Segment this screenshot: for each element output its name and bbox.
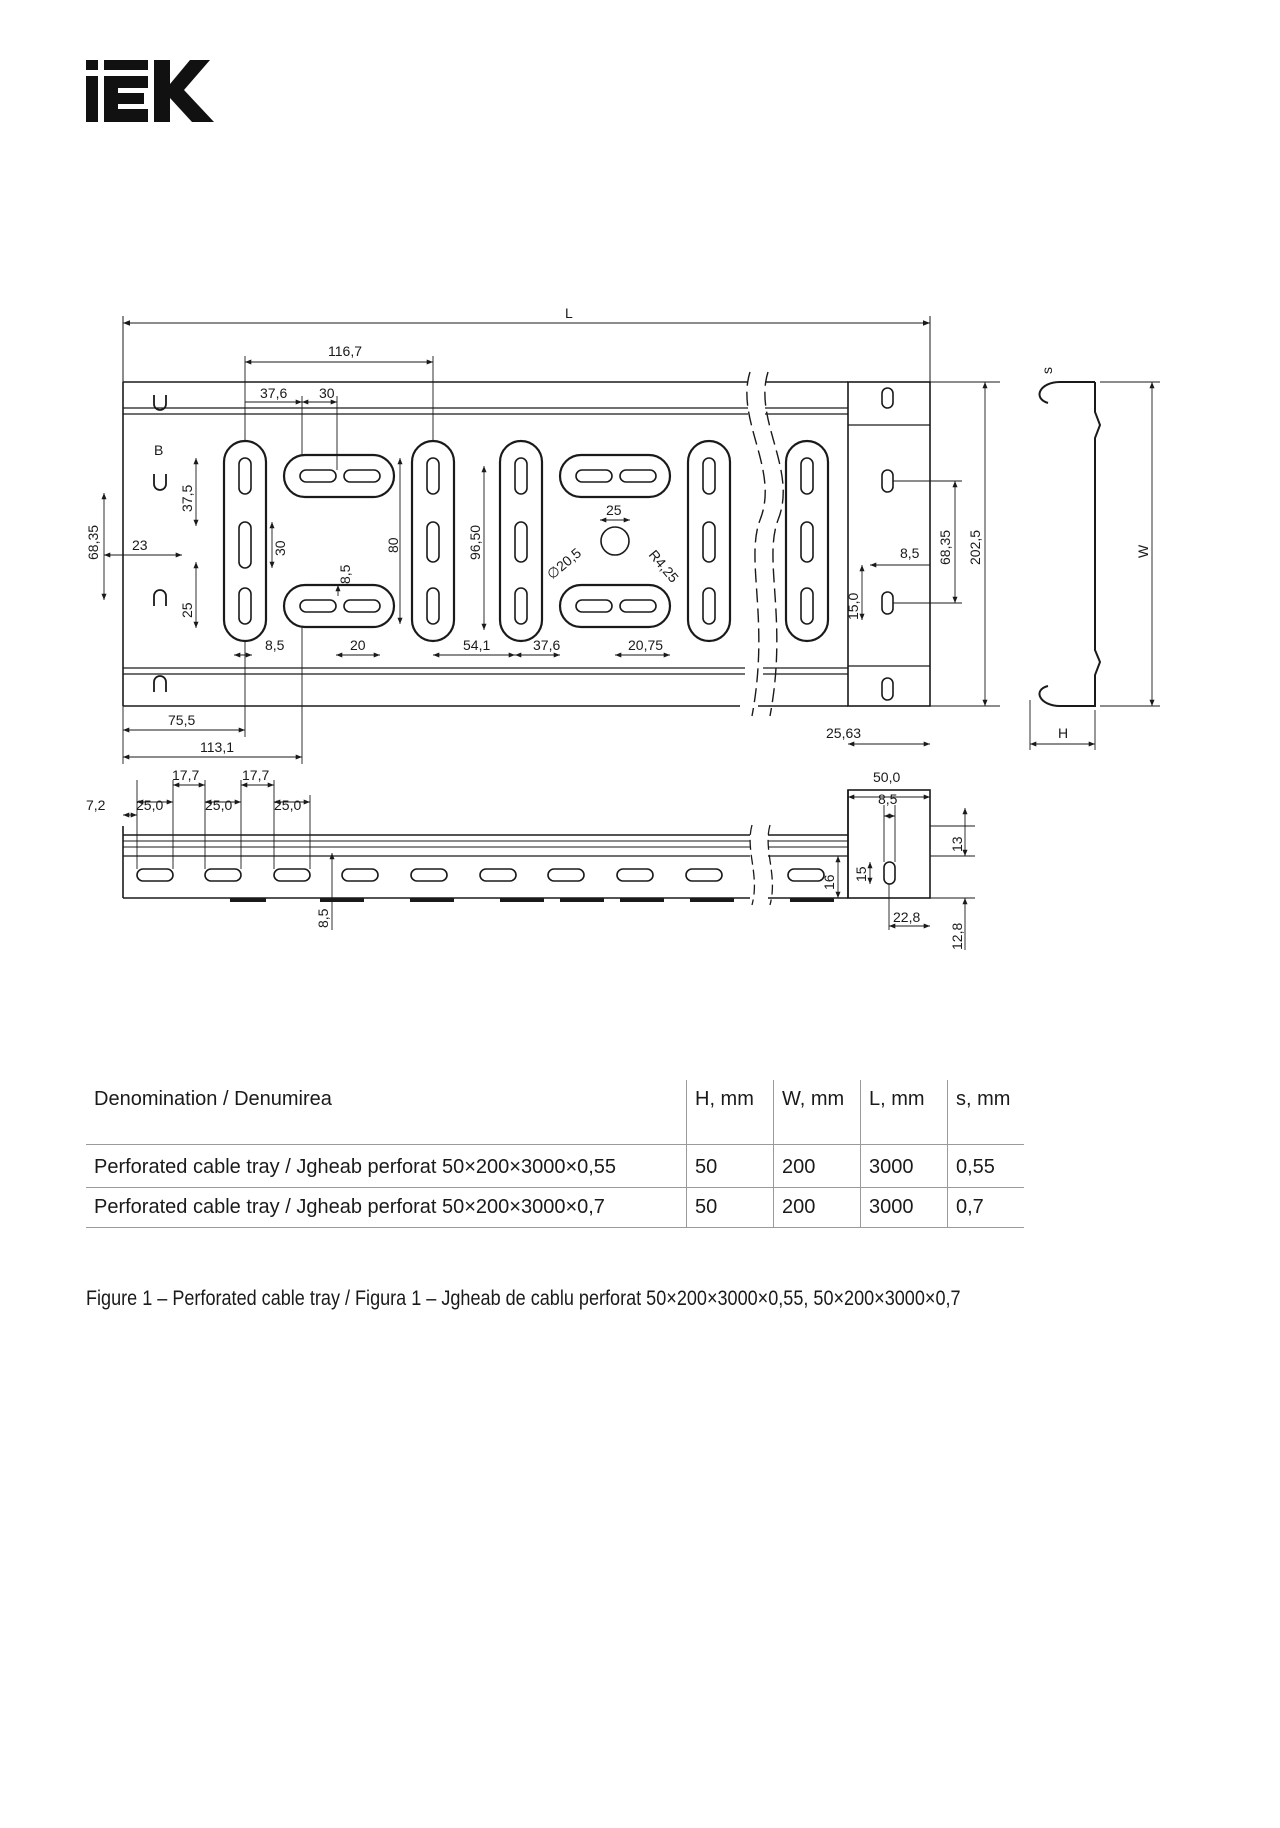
dim-label: 23 xyxy=(132,537,148,553)
cell-s: 0,7 xyxy=(947,1187,1024,1228)
dim-label: 15 xyxy=(853,866,869,882)
dim-label: 50,0 xyxy=(873,769,900,785)
dim-label: ∅20,5 xyxy=(544,545,585,583)
table-row: Perforated cable tray / Jgheab perforat … xyxy=(86,1187,1024,1228)
cell-l: 3000 xyxy=(860,1187,948,1228)
dim-label: 202,5 xyxy=(967,530,983,565)
dim-label: 37,5 xyxy=(179,485,195,512)
table-row: Perforated cable tray / Jgheab perforat … xyxy=(86,1144,1024,1188)
dim-label: 30 xyxy=(319,385,335,401)
dim-label: 17,7 xyxy=(172,767,199,783)
dim-label: 15,0 xyxy=(845,593,861,620)
technical-drawing: L 116,7 37,6 30 B 37,5 68,35 23 25 30 8,… xyxy=(85,305,1160,950)
dim-label: H xyxy=(1058,725,1068,741)
col-l: L, mm xyxy=(860,1080,948,1145)
dim-length-label: L xyxy=(565,305,573,321)
dim-label: 22,8 xyxy=(893,909,920,925)
dim-label: 8,5 xyxy=(878,791,898,807)
dim-label: 54,1 xyxy=(463,637,490,653)
dim-label: 8,5 xyxy=(315,908,331,928)
dim-label: 13 xyxy=(949,836,965,852)
dim-label: 7,2 xyxy=(86,797,106,813)
dim-label: 37,6 xyxy=(260,385,287,401)
dim-label: s xyxy=(1039,367,1055,374)
dim-label: 25,0 xyxy=(205,797,232,813)
dim-label: 113,1 xyxy=(200,739,234,755)
col-s: s, mm xyxy=(947,1080,1024,1145)
dim-label: 17,7 xyxy=(242,767,269,783)
dim-label: 30 xyxy=(272,540,288,556)
dim-label: 8,5 xyxy=(265,637,285,653)
dim-label: 8,5 xyxy=(900,545,920,561)
col-w: W, mm xyxy=(773,1080,861,1145)
col-denomination: Denomination / Denumirea xyxy=(86,1080,687,1145)
dim-label: 37,6 xyxy=(533,637,560,653)
dim-label: 80 xyxy=(385,537,401,553)
dim-label: 68,35 xyxy=(85,525,101,560)
cell-w: 200 xyxy=(773,1187,861,1228)
cell-denomination: Perforated cable tray / Jgheab perforat … xyxy=(86,1144,687,1188)
dim-label: 25,0 xyxy=(274,797,301,813)
cell-s: 0,55 xyxy=(947,1144,1024,1188)
dim-label: 20 xyxy=(350,637,366,653)
dim-label: R4,25 xyxy=(646,547,682,586)
col-h: H, mm xyxy=(686,1080,774,1145)
dim-label: 16 xyxy=(821,874,837,890)
dim-label: 25 xyxy=(606,502,622,518)
dim-label: 20,75 xyxy=(628,637,663,653)
dim-label: 68,35 xyxy=(937,530,953,565)
cell-w: 200 xyxy=(773,1144,861,1188)
dim-label: 25,0 xyxy=(136,797,163,813)
cell-denomination: Perforated cable tray / Jgheab perforat … xyxy=(86,1187,687,1228)
dim-label: 96,50 xyxy=(467,525,483,560)
spec-table: Denomination / Denumirea H, mm W, mm L, … xyxy=(86,1080,1024,1228)
dim-label: 8,5 xyxy=(337,564,353,584)
dim-label: W xyxy=(1135,544,1151,558)
cell-l: 3000 xyxy=(860,1144,948,1188)
cell-h: 50 xyxy=(686,1187,774,1228)
dim-label: B xyxy=(154,442,163,458)
iek-logo xyxy=(86,60,214,122)
dim-label: 75,5 xyxy=(168,712,195,728)
dim-label: 12,8 xyxy=(949,923,965,950)
dim-label: 116,7 xyxy=(328,343,362,359)
dim-label: 25 xyxy=(179,602,195,618)
table-header-row: Denomination / Denumirea H, mm W, mm L, … xyxy=(86,1080,1024,1145)
figure-caption: Figure 1 – Perforated cable tray / Figur… xyxy=(86,1287,961,1310)
cell-h: 50 xyxy=(686,1144,774,1188)
dim-label: 25,63 xyxy=(826,725,861,741)
